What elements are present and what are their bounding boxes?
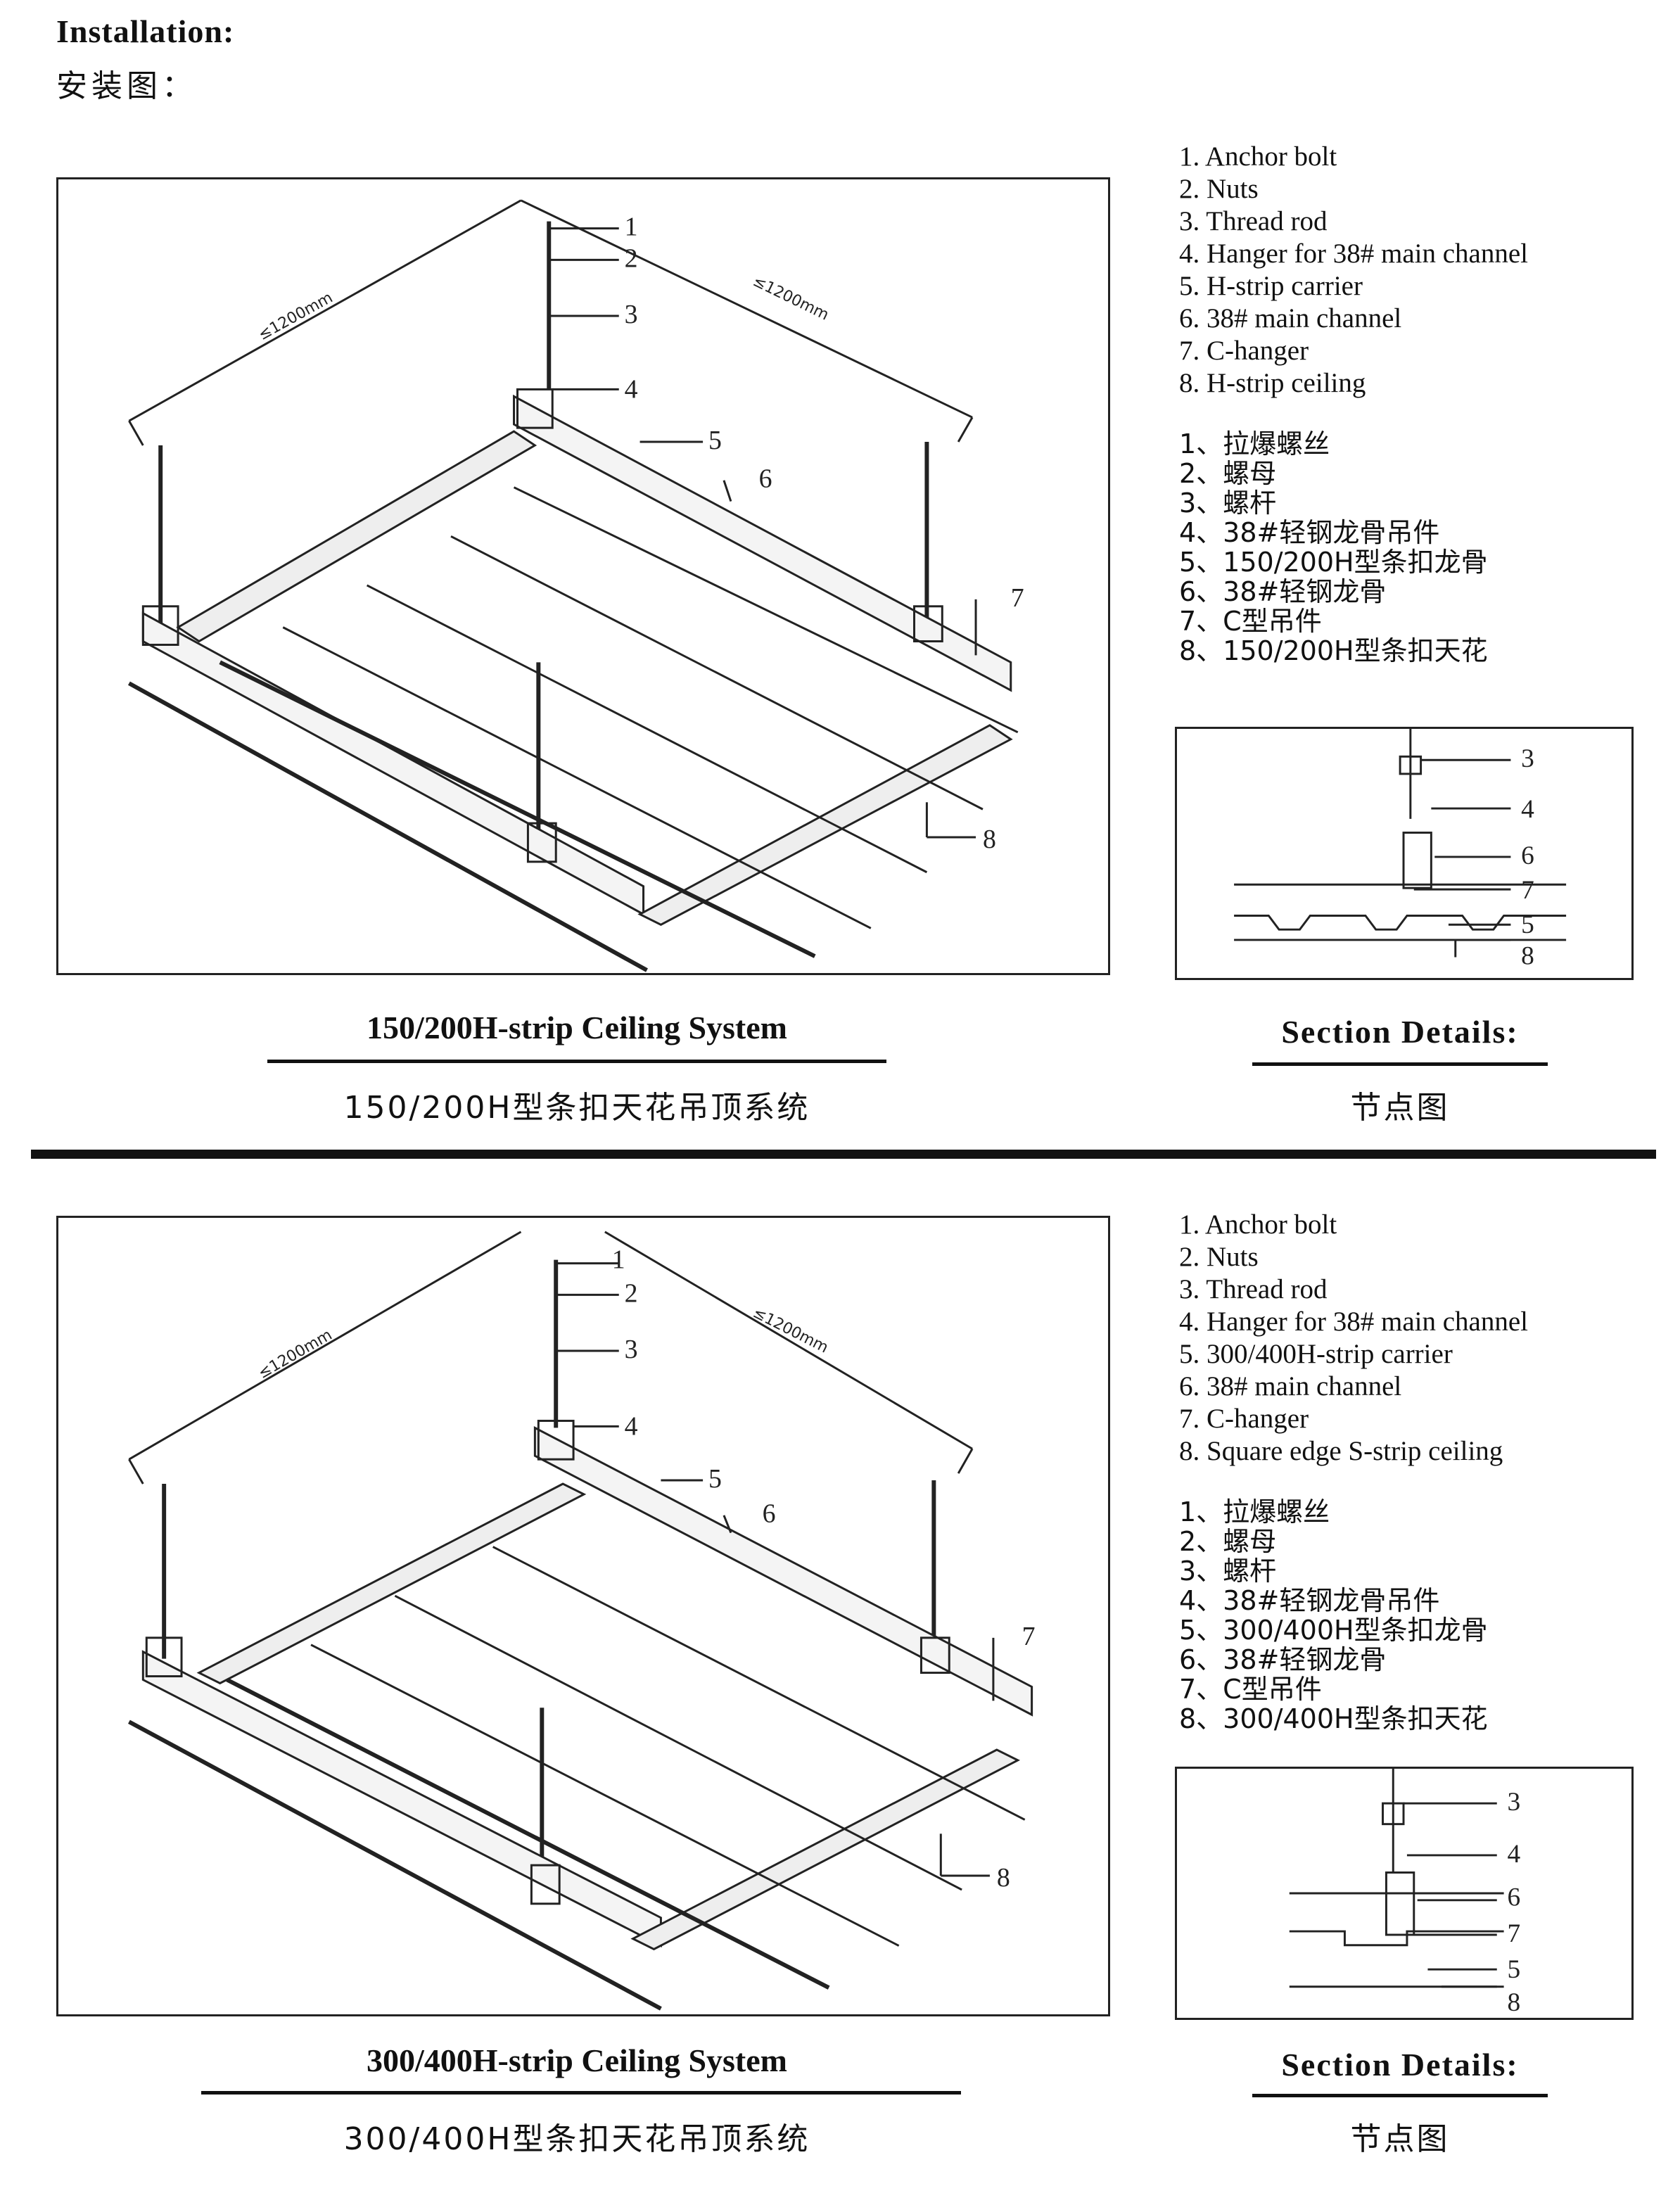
section-divider	[31, 1150, 1656, 1159]
section-title-zh-2: 节点图	[1350, 2121, 1450, 2157]
section-underline	[1252, 1062, 1548, 1066]
legend-item: 8. Square edge S-strip ceiling	[1179, 1436, 1503, 1466]
dimension-label: ≤1200mm	[255, 1326, 336, 1382]
callout-2: 2	[625, 243, 638, 273]
main-diagram-1: 1 2 3 4 5 6 7 8 ≤1200mm ≤1200mm	[56, 177, 1110, 975]
callout-3: 3	[625, 1335, 638, 1364]
legend-item: 7、C型吊件	[1179, 1674, 1322, 1705]
callout-8: 8	[997, 1863, 1010, 1893]
callout-1: 1	[625, 212, 638, 242]
legend-item: 1. Anchor bolt	[1179, 1209, 1337, 1240]
callout-6: 6	[759, 464, 772, 494]
legend-en-1: 1. Anchor bolt 2. Nuts 3. Thread rod 4. …	[1179, 141, 1528, 400]
main-diagram-2: 1 2 3 4 5 6 7 8 ≤1200mm ≤1200mm	[56, 1216, 1110, 2016]
legend-zh-2: 1、拉爆螺丝 2、螺母 3、螺杆 4、38#轻钢龙骨吊件 5、300/400H型…	[1179, 1497, 1488, 1734]
section-callout-7: 7	[1508, 1919, 1521, 1948]
section-callout-8: 8	[1521, 941, 1534, 970]
legend-item: 2. Nuts	[1179, 174, 1259, 204]
section-diagram-2: 3 4 6 7 5 8	[1175, 1767, 1634, 2020]
legend-zh-1: 1、拉爆螺丝 2、螺母 3、螺杆 4、38#轻钢龙骨吊件 5、150/200H型…	[1179, 429, 1488, 666]
section-diagram-1: 3 4 6 7 5 8	[1175, 727, 1634, 980]
callout-8: 8	[983, 825, 996, 854]
legend-item: 8、150/200H型条扣天花	[1179, 635, 1488, 666]
section-drawing-1: 3 4 6 7 5 8	[1234, 729, 1567, 970]
section-title-zh-1: 节点图	[1350, 1090, 1450, 1126]
callout-3: 3	[625, 300, 638, 329]
section-callout-6: 6	[1521, 841, 1534, 870]
system-caption-zh-1: 150/200H型条扣天花吊顶系统	[343, 1090, 810, 1126]
legend-item: 3、螺杆	[1179, 488, 1277, 519]
section-callout-5: 5	[1508, 1955, 1521, 1984]
legend-item: 7、C型吊件	[1179, 606, 1322, 637]
legend-en-2: 1. Anchor bolt 2. Nuts 3. Thread rod 4. …	[1179, 1209, 1528, 1468]
legend-item: 3、螺杆	[1179, 1556, 1277, 1587]
legend-item: 2. Nuts	[1179, 1242, 1259, 1272]
system-caption-en-1: 150/200H-strip Ceiling System	[367, 1010, 787, 1045]
section-callout-5: 5	[1521, 910, 1534, 939]
legend-item: 4. Hanger for 38# main channel	[1179, 1307, 1528, 1337]
section-title-en-2: Section Details:	[1281, 2047, 1519, 2083]
section-callout-8: 8	[1508, 1988, 1521, 2017]
section-title-en-1: Section Details:	[1281, 1014, 1519, 1050]
section-callout-4: 4	[1508, 1840, 1521, 1869]
legend-item: 6. 38# main channel	[1179, 303, 1402, 333]
section-callout-6: 6	[1508, 1883, 1521, 1912]
section-callout-3: 3	[1521, 744, 1534, 773]
callout-5: 5	[708, 1464, 722, 1494]
legend-item: 5、300/400H型条扣龙骨	[1179, 1615, 1488, 1646]
dimension-label: ≤1200mm	[255, 289, 336, 344]
legend-item: 7. C-hanger	[1179, 1404, 1309, 1434]
legend-item: 4. Hanger for 38# main channel	[1179, 239, 1528, 269]
legend-item: 3. Thread rod	[1179, 1274, 1328, 1304]
isometric-drawing-1: 1 2 3 4 5 6 7 8 ≤1200mm ≤1200mm	[127, 199, 1024, 972]
callout-2: 2	[625, 1278, 638, 1308]
callout-7: 7	[1022, 1622, 1036, 1651]
legend-item: 5、150/200H型条扣龙骨	[1179, 547, 1488, 578]
legend-item: 4、38#轻钢龙骨吊件	[1179, 1585, 1440, 1616]
section-callout-3: 3	[1508, 1788, 1521, 1817]
legend-item: 2、螺母	[1179, 458, 1277, 489]
legend-item: 8、300/400H型条扣天花	[1179, 1703, 1488, 1734]
legend-item: 3. Thread rod	[1179, 206, 1328, 236]
legend-item: 4、38#轻钢龙骨吊件	[1179, 517, 1440, 548]
section-callout-7: 7	[1521, 876, 1534, 905]
callout-4: 4	[625, 1411, 638, 1441]
legend-item: 1、拉爆螺丝	[1179, 1496, 1330, 1527]
legend-item: 1. Anchor bolt	[1179, 141, 1337, 172]
legend-item: 8. H-strip ceiling	[1179, 368, 1366, 398]
section-callout-4: 4	[1521, 795, 1534, 824]
caption-underline	[267, 1060, 886, 1063]
legend-item: 6、38#轻钢龙骨	[1179, 576, 1387, 607]
callout-1: 1	[612, 1245, 625, 1275]
dimension-label: ≤1200mm	[750, 1304, 831, 1356]
legend-item: 1、拉爆螺丝	[1179, 428, 1330, 459]
isometric-drawing-2: 1 2 3 4 5 6 7 8 ≤1200mm ≤1200mm	[128, 1231, 1036, 2011]
callout-7: 7	[1011, 583, 1024, 613]
legend-item: 6. 38# main channel	[1179, 1371, 1402, 1401]
section-underline	[1252, 2094, 1548, 2097]
system-caption-zh-2: 300/400H型条扣天花吊顶系统	[343, 2121, 810, 2157]
system-caption-en-2: 300/400H-strip Ceiling System	[367, 2042, 787, 2078]
caption-underline	[201, 2091, 961, 2095]
section-drawing-2: 3 4 6 7 5 8	[1289, 1769, 1521, 2017]
callout-4: 4	[625, 374, 638, 404]
legend-item: 7. C-hanger	[1179, 336, 1309, 366]
page-title: Installation:	[56, 13, 235, 49]
callout-6: 6	[763, 1499, 776, 1529]
legend-item: 5. 300/400H-strip carrier	[1179, 1339, 1453, 1369]
legend-item: 5. H-strip carrier	[1179, 271, 1363, 301]
legend-item: 6、38#轻钢龙骨	[1179, 1644, 1387, 1675]
callout-5: 5	[708, 426, 722, 455]
legend-item: 2、螺母	[1179, 1526, 1277, 1557]
page-title-zh: 安装图：	[56, 68, 197, 104]
